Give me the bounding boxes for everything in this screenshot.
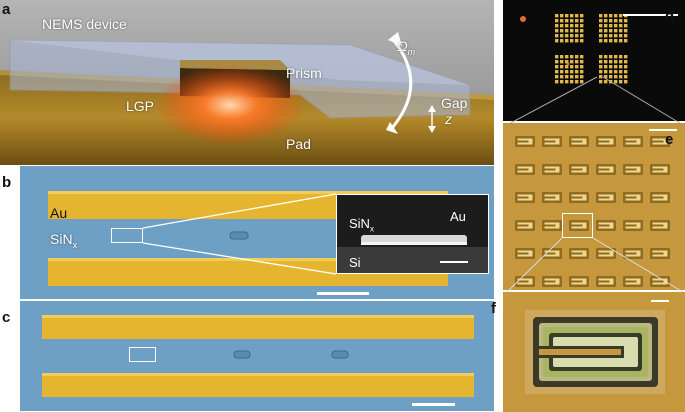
e-device-1-1 <box>542 164 562 175</box>
zoom-box-b <box>111 228 143 243</box>
au-bottom-strip <box>42 373 474 397</box>
e-device-1-5 <box>650 164 670 175</box>
omega-subscript: m <box>407 46 416 57</box>
e-device-0-4 <box>623 136 643 147</box>
omega-label: Ωm <box>397 39 415 57</box>
e-device-5-3 <box>596 276 616 287</box>
prism-label: Prism <box>286 65 322 81</box>
scale-bar-c <box>412 403 455 406</box>
inset-sinx-subscript: x <box>369 224 374 234</box>
e-device-2-4 <box>623 192 643 203</box>
panel-f-optical-zoom <box>503 292 685 412</box>
omega-symbol: Ω <box>397 38 408 54</box>
panel-f-illustration <box>503 292 685 412</box>
inset-au-label: Au <box>450 209 466 224</box>
zoom-box-c <box>129 347 156 362</box>
e-device-5-4 <box>623 276 643 287</box>
e-device-2-0 <box>515 192 535 203</box>
e-device-2-3 <box>596 192 616 203</box>
panel-c-illustration <box>20 301 494 411</box>
inset-cross-section: SiNx Au Si <box>336 194 489 274</box>
panel-d-optical-array <box>503 0 685 121</box>
gap-label: Gap <box>441 95 468 111</box>
inset-si-label: Si <box>349 255 361 270</box>
lgp-label: LGP <box>126 98 155 114</box>
scale-bar-b <box>317 292 369 295</box>
d-array-block-0 <box>555 14 584 43</box>
nems-device-label: NEMS device <box>42 16 127 32</box>
inset-sinx-text: SiN <box>349 216 370 231</box>
e-device-3-0 <box>515 220 535 231</box>
oscillation-arrow <box>390 41 413 129</box>
e-device-3-5 <box>650 220 670 231</box>
e-device-3-2 <box>569 220 589 231</box>
panel-c-sem <box>20 301 494 411</box>
e-device-0-5 <box>650 136 670 147</box>
e-device-2-5 <box>650 192 670 203</box>
d-array-block-1 <box>599 14 628 43</box>
e-device-5-2 <box>569 276 589 287</box>
sinx-label-b: SiNx <box>50 232 77 250</box>
e-device-4-4 <box>623 248 643 259</box>
scale-bar-d <box>623 14 678 16</box>
sinx-beam <box>361 235 467 244</box>
e-device-4-2 <box>569 248 589 259</box>
e-device-4-1 <box>542 248 562 259</box>
panel-b-sem: Au SiNx SiNx Au Si <box>20 166 494 299</box>
lgp-glow <box>155 65 305 145</box>
panel-label-e: e <box>665 131 674 148</box>
e-device-4-0 <box>515 248 535 259</box>
zoom-box-e <box>562 213 593 238</box>
panel-a-nems-render: NEMS device Prism LGP Pad Gap z Ωm <box>0 0 494 165</box>
z-label: z <box>445 111 452 127</box>
e-device-5-0 <box>515 276 535 287</box>
scale-bar-f <box>651 300 669 302</box>
e-device-4-3 <box>596 248 616 259</box>
e-device-1-0 <box>515 164 535 175</box>
e-device-4-5 <box>650 248 670 259</box>
panel-d-illustration <box>503 0 685 121</box>
panel-label-d: d <box>665 8 675 25</box>
e-device-1-4 <box>623 164 643 175</box>
panel-e-optical-grid <box>503 123 685 290</box>
panel-label-a: a <box>2 1 11 18</box>
sinx-subscript-b: x <box>72 239 78 250</box>
e-device-3-1 <box>542 220 562 231</box>
e-device-5-1 <box>542 276 562 287</box>
e-device-2-1 <box>542 192 562 203</box>
panel-label-f: f <box>491 300 496 317</box>
inset-scale-bar <box>440 261 468 263</box>
au-top-strip <box>42 315 474 339</box>
e-device-5-5 <box>650 276 670 287</box>
e-device-3-4 <box>623 220 643 231</box>
sinx-text-b: SiN <box>50 231 73 247</box>
pad-label: Pad <box>286 136 311 152</box>
e-device-0-1 <box>542 136 562 147</box>
e-device-1-2 <box>569 164 589 175</box>
inset-illustration <box>337 195 488 273</box>
inset-sinx-label: SiNx <box>349 217 374 234</box>
e-device-0-0 <box>515 136 535 147</box>
panel-e-illustration <box>503 123 685 290</box>
e-device-3-3 <box>596 220 616 231</box>
panel-a-illustration <box>0 0 494 165</box>
e-device-1-3 <box>596 164 616 175</box>
au-label-b: Au <box>50 205 68 221</box>
scale-bar-e <box>649 129 677 131</box>
panel-label-c: c <box>2 309 11 326</box>
panel-label-b: b <box>2 174 12 191</box>
e-device-0-2 <box>569 136 589 147</box>
e-device-2-2 <box>569 192 589 203</box>
e-device-0-3 <box>596 136 616 147</box>
